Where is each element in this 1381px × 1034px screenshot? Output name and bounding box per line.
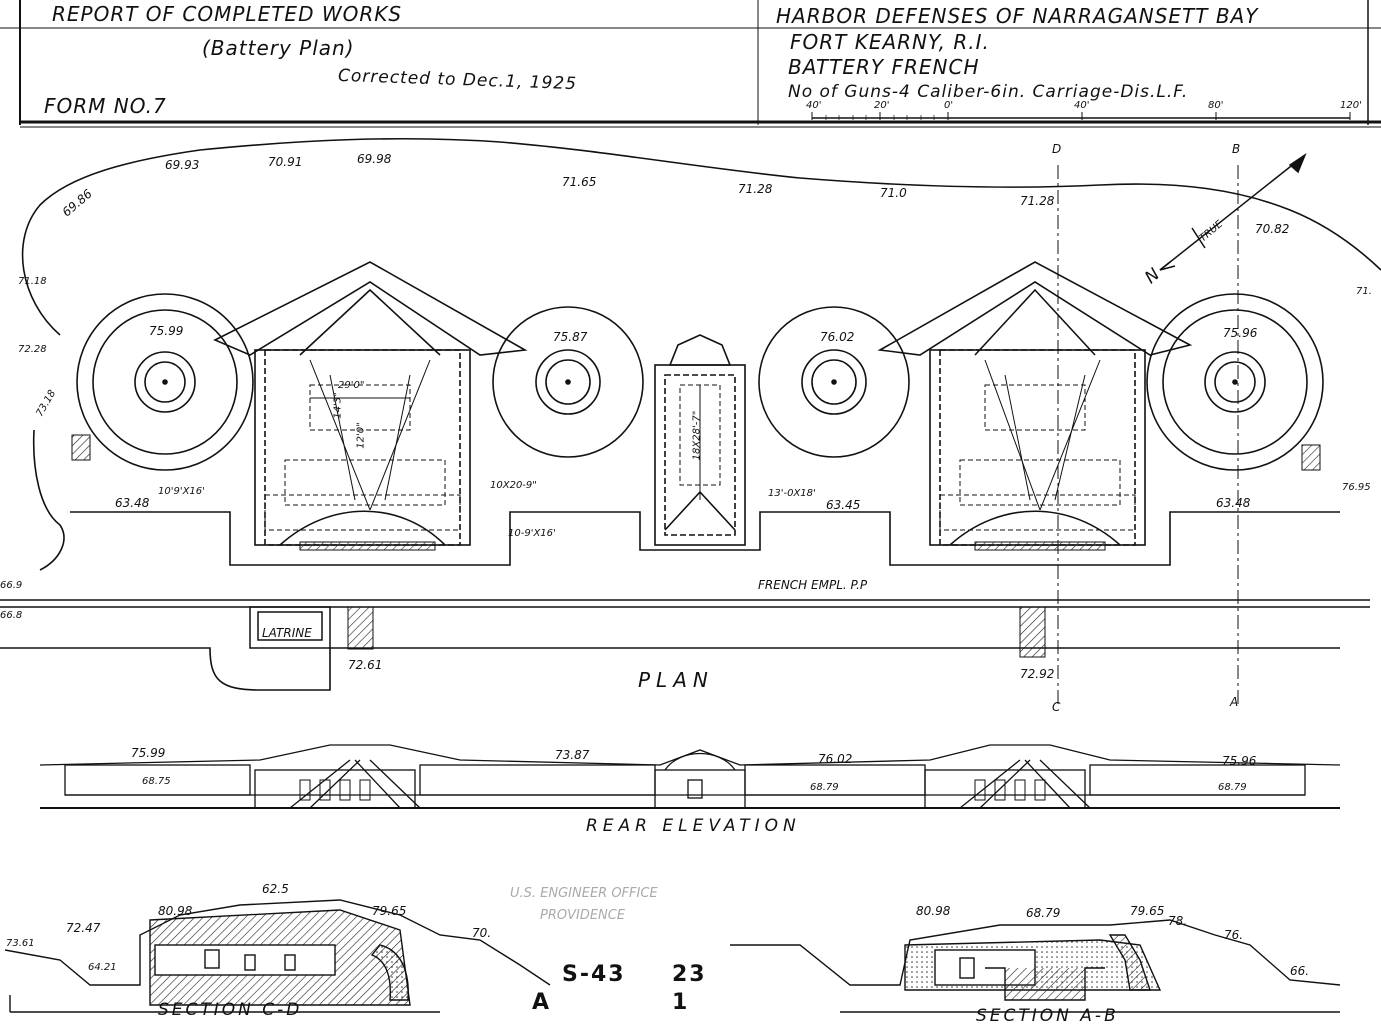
contour-elevation: 71.28 bbox=[738, 182, 773, 196]
contour-elevation: 72.28 bbox=[18, 344, 47, 355]
form-number: FORM NO.7 bbox=[44, 94, 167, 118]
plan-type: (Battery Plan) bbox=[202, 36, 355, 60]
stairs bbox=[71, 434, 1321, 658]
rear-elevation-value: 73.87 bbox=[555, 748, 590, 762]
section-ab-elevation: 76. bbox=[1224, 928, 1244, 942]
section-cd-elevation: 62.5 bbox=[262, 882, 289, 896]
contour-elevation: 69.98 bbox=[357, 152, 392, 166]
engineer-office-stamp-city: PROVIDENCE bbox=[540, 908, 626, 923]
latrine-structure bbox=[249, 606, 331, 649]
file-code-d: 1 bbox=[672, 990, 690, 1015]
room-dimension: 18X28'-7" bbox=[691, 410, 703, 461]
section-cd-elevation: 64.21 bbox=[88, 962, 117, 973]
engineer-office-stamp: U.S. ENGINEER OFFICE bbox=[510, 886, 658, 901]
floor-elevation: 63.45 bbox=[826, 498, 861, 512]
gun-pit-elevation: 75.99 bbox=[149, 324, 184, 338]
rear-elevation-title: REAR ELEVATION bbox=[586, 816, 801, 836]
guns-info: No of Guns-4 Caliber-6in. Carriage-Dis.L… bbox=[788, 82, 1189, 102]
north-arrow-icon bbox=[1159, 153, 1307, 271]
floor-elevation: 76.95 bbox=[1342, 482, 1371, 493]
french-empl-label: FRENCH EMPL. P.P bbox=[758, 578, 868, 592]
section-ab-drawing bbox=[730, 919, 1341, 1013]
section-cd-elevation: 79.65 bbox=[372, 904, 407, 918]
section-ab-elevation: 78. bbox=[1168, 914, 1188, 928]
room-dimension: 29'0" bbox=[338, 380, 365, 391]
rear-elevation-value: 75.96 bbox=[1222, 754, 1257, 768]
plan-title: PLAN bbox=[638, 668, 714, 692]
section-cd-elevation: 73.61 bbox=[6, 938, 35, 949]
rear-floor-value: 68.79 bbox=[1218, 782, 1247, 793]
rear-elevation-value: 76.02 bbox=[818, 752, 853, 766]
edge-elevation: 66.8 bbox=[0, 610, 23, 621]
rear-elevation-value: 75.99 bbox=[131, 746, 166, 760]
section-marker-c: C bbox=[1052, 700, 1061, 714]
fort-name: FORT KEARNY, R.I. bbox=[790, 30, 990, 54]
harbor-defenses: HARBOR DEFENSES OF NARRAGANSETT BAY bbox=[776, 4, 1259, 28]
section-cd-drawing bbox=[4, 899, 551, 1013]
gun-pit-elevation: 75.96 bbox=[1223, 326, 1258, 340]
section-cd-elevation: 72.47 bbox=[66, 921, 101, 935]
scale-bar bbox=[811, 112, 1351, 120]
gun-pit-elevation: 75.87 bbox=[553, 330, 588, 344]
section-ab-elevation: 66. bbox=[1290, 964, 1310, 978]
scale-tick: 20' bbox=[874, 100, 890, 111]
file-code-c: A bbox=[532, 990, 552, 1015]
title-block-lines bbox=[0, 0, 1381, 128]
battery-outline bbox=[0, 261, 1370, 691]
room-dimension: 10'9'X16' bbox=[158, 486, 205, 497]
section-ab-elevation: 80.98 bbox=[916, 904, 951, 918]
section-ab-title: SECTION A-B bbox=[976, 1006, 1119, 1026]
scale-tick: 120' bbox=[1340, 100, 1362, 111]
floor-elevation: 63.48 bbox=[1216, 496, 1251, 510]
room-dimension: 10-9'X16' bbox=[508, 528, 556, 539]
contour-elevation: 70.82 bbox=[1255, 222, 1290, 236]
section-cd-elevation: 70. bbox=[472, 926, 492, 940]
section-cd-title: SECTION C-D bbox=[158, 1000, 303, 1020]
contour-elevation: 69.93 bbox=[165, 158, 200, 172]
report-title: REPORT OF COMPLETED WORKS bbox=[52, 2, 403, 26]
contour-elevation: 71.0 bbox=[880, 186, 907, 200]
scale-tick: 40' bbox=[1074, 100, 1090, 111]
contour-elevation: 71.18 bbox=[18, 276, 47, 287]
contour-elevation: 71.28 bbox=[1020, 194, 1055, 208]
room-dimension: 14'3" bbox=[332, 392, 344, 419]
magazine-detail-left bbox=[264, 359, 461, 531]
section-marker-a: A bbox=[1230, 695, 1239, 709]
rear-floor-value: 68.75 bbox=[142, 776, 171, 787]
section-cd-elevation: 80.98 bbox=[158, 904, 193, 918]
battery-name: BATTERY FRENCH bbox=[788, 55, 980, 79]
scale-tick: 40' bbox=[806, 100, 822, 111]
section-cut-lines bbox=[1057, 165, 1239, 705]
gun-pit-elevation: 76.02 bbox=[820, 330, 855, 344]
stair-elevation: 72.61 bbox=[348, 658, 383, 672]
magazine-detail-right bbox=[939, 359, 1136, 531]
room-dimension: 10X20-9" bbox=[490, 480, 537, 491]
room-dimension: 12'0" bbox=[355, 422, 367, 449]
scale-tick: 0' bbox=[944, 100, 954, 111]
contour-line bbox=[21, 137, 1381, 571]
plotting-room-detail bbox=[679, 384, 721, 500]
rear-elevation-drawing bbox=[39, 744, 1341, 809]
latrine-label: LATRINE bbox=[262, 626, 312, 640]
contour-elevation: 71. bbox=[1356, 286, 1372, 297]
room-dimension: 13'-0X18' bbox=[768, 488, 816, 499]
floor-elevation: 63.48 bbox=[115, 496, 150, 510]
section-marker-d: D bbox=[1052, 142, 1062, 156]
scale-tick: 80' bbox=[1208, 100, 1224, 111]
stair-elevation: 72.92 bbox=[1020, 667, 1055, 681]
section-ab-elevation: 79.65 bbox=[1130, 904, 1165, 918]
rear-floor-value: 68.79 bbox=[810, 782, 839, 793]
edge-elevation: 66.9 bbox=[0, 580, 23, 591]
file-code-b: 23 bbox=[672, 962, 707, 987]
section-ab-elevation: 68.79 bbox=[1026, 906, 1061, 920]
section-marker-b: B bbox=[1232, 142, 1241, 156]
file-code-a: S-43 bbox=[562, 962, 626, 987]
contour-elevation: 71.65 bbox=[562, 175, 597, 189]
contour-elevation: 70.91 bbox=[268, 155, 303, 169]
